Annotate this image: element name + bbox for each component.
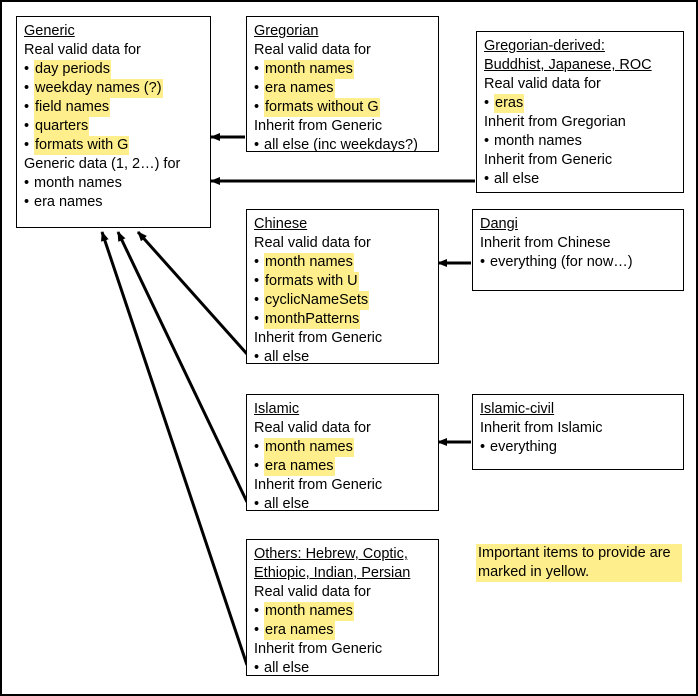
box-islamic-line-2: era names bbox=[254, 457, 431, 476]
box-gregorian-derived-title: Gregorian-derived: bbox=[484, 38, 605, 54]
box-chinese-line-4: monthPatterns bbox=[254, 310, 431, 329]
box-gregorian-line-0: Real valid data for bbox=[254, 42, 371, 58]
box-generic[interactable]: Generic Real valid data for day periods … bbox=[16, 16, 211, 228]
box-islamic-line-4: all else bbox=[254, 495, 431, 514]
box-islamic-title: Islamic bbox=[254, 401, 300, 417]
box-others-title2: Ethiopic, Indian, Persian bbox=[254, 565, 411, 581]
box-gregorian-line-3: formats without G bbox=[254, 98, 431, 117]
arrow-chinese-to-generic bbox=[136, 231, 249, 355]
box-gregorian-derived-line-2: Inherit from Gregorian bbox=[484, 114, 626, 130]
box-islamic-civil-line-0: Inherit from Islamic bbox=[480, 420, 603, 436]
box-gregorian-line-2: era names bbox=[254, 79, 431, 98]
box-gregorian-title: Gregorian bbox=[254, 23, 319, 39]
legend-note-text: Important items to provide are marked in… bbox=[476, 544, 682, 582]
box-chinese-line-6: all else bbox=[254, 348, 431, 367]
box-chinese-line-3: cyclicNameSets bbox=[254, 291, 431, 310]
box-gregorian-derived-line-5: all else bbox=[484, 170, 676, 189]
box-chinese-title: Chinese bbox=[254, 216, 308, 232]
box-generic-line-1: day periods bbox=[24, 60, 203, 79]
box-islamic-civil-title: Islamic-civil bbox=[480, 401, 555, 417]
box-gregorian-derived-line-0: Real valid data for bbox=[484, 76, 601, 92]
box-generic-line-4: quarters bbox=[24, 117, 203, 136]
box-islamic-civil[interactable]: Islamic-civil Inherit from Islamic every… bbox=[472, 394, 684, 470]
box-dangi-title: Dangi bbox=[480, 216, 518, 232]
box-others-line-4: all else bbox=[254, 659, 431, 678]
box-generic-line-3: field names bbox=[24, 98, 203, 117]
box-islamic-line-3: Inherit from Generic bbox=[254, 477, 383, 493]
box-generic-title: Generic bbox=[24, 23, 75, 39]
arrow-others-to-generic bbox=[100, 231, 249, 666]
box-others-title: Others: Hebrew, Coptic, bbox=[254, 546, 408, 562]
box-gregorian-derived-line-3: month names bbox=[484, 132, 676, 151]
box-gregorian-derived-line-1: eras bbox=[484, 94, 676, 113]
box-islamic[interactable]: Islamic Real valid data for month names … bbox=[246, 394, 439, 514]
box-islamic-civil-line-1: everything bbox=[480, 438, 676, 457]
box-dangi[interactable]: Dangi Inherit from Chinese everything (f… bbox=[472, 209, 684, 291]
arrow-islamic-to-generic bbox=[116, 231, 249, 503]
box-gregorian-derived[interactable]: Gregorian-derived: Buddhist, Japanese, R… bbox=[476, 31, 684, 193]
box-gregorian[interactable]: Gregorian Real valid data for month name… bbox=[246, 16, 439, 155]
box-chinese-line-0: Real valid data for bbox=[254, 235, 371, 251]
box-generic-line-8: era names bbox=[24, 193, 203, 212]
box-gregorian-line-4: Inherit from Generic bbox=[254, 118, 383, 134]
box-chinese[interactable]: Chinese Real valid data for month names … bbox=[246, 209, 439, 367]
box-dangi-line-0: Inherit from Chinese bbox=[480, 235, 611, 251]
box-dangi-line-1: everything (for now…) bbox=[480, 253, 676, 272]
box-chinese-line-2: formats with U bbox=[254, 272, 431, 291]
box-others[interactable]: Others: Hebrew, Coptic, Ethiopic, Indian… bbox=[246, 539, 439, 678]
box-gregorian-derived-title2: Buddhist, Japanese, ROC bbox=[484, 57, 652, 73]
box-chinese-line-1: month names bbox=[254, 253, 431, 272]
box-gregorian-derived-line-4: Inherit from Generic bbox=[484, 152, 613, 168]
box-others-line-1: month names bbox=[254, 602, 431, 621]
box-generic-line-2: weekday names (?) bbox=[24, 79, 203, 98]
box-gregorian-line-1: month names bbox=[254, 60, 431, 79]
box-generic-line-0: Real valid data for bbox=[24, 42, 141, 58]
box-islamic-line-0: Real valid data for bbox=[254, 420, 371, 436]
box-others-line-3: Inherit from Generic bbox=[254, 641, 383, 657]
box-generic-line-6: Generic data (1, 2…) for bbox=[24, 156, 181, 172]
box-gregorian-line-5: all else (inc weekdays?) bbox=[254, 136, 431, 155]
box-generic-line-5: formats with G bbox=[24, 136, 203, 155]
box-others-line-2: era names bbox=[254, 621, 431, 640]
box-others-line-0: Real valid data for bbox=[254, 584, 371, 600]
box-islamic-line-1: month names bbox=[254, 438, 431, 457]
box-chinese-line-5: Inherit from Generic bbox=[254, 330, 383, 346]
box-generic-line-7: month names bbox=[24, 174, 203, 193]
legend-note: Important items to provide are marked in… bbox=[476, 544, 682, 582]
